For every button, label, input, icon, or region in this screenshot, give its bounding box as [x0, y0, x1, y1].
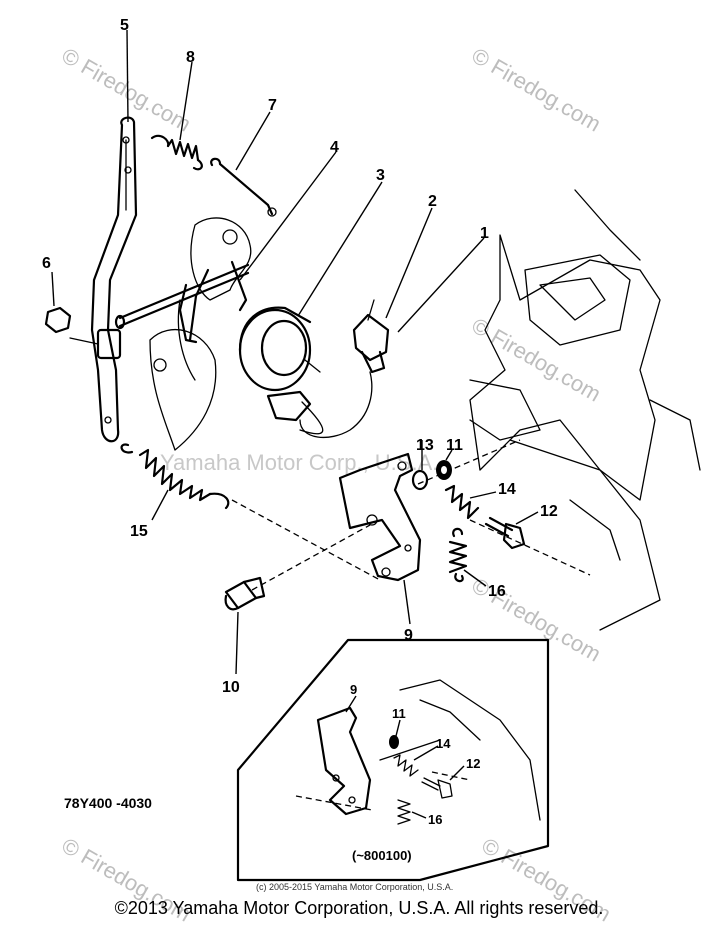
- callout-4: 4: [330, 139, 339, 156]
- callout-12: 12: [540, 503, 558, 520]
- dashed-leader-12: [469, 519, 591, 576]
- part-16-spring: [448, 527, 468, 583]
- watermark-top-left: © Firedog.com: [58, 43, 196, 137]
- inset-callout-11: 11: [392, 706, 406, 721]
- part-3-rotor-coil: [238, 306, 324, 435]
- callout-6: 6: [42, 255, 51, 272]
- inset-callout-9: 9: [350, 682, 357, 697]
- dashed-leader-15: [231, 499, 381, 581]
- dashed-leader-10: [251, 524, 371, 591]
- callout-15: 15: [130, 523, 148, 540]
- callout-10: 10: [222, 679, 240, 696]
- part-10-bolt: [224, 576, 266, 611]
- callout-3: 3: [376, 167, 385, 184]
- small-copyright: (c) 2005-2015 Yamaha Motor Corporation, …: [256, 882, 453, 892]
- dashed-leader-13: [417, 439, 521, 485]
- inset-serial-range: (~800100): [352, 848, 412, 863]
- part-9-bracket: [338, 452, 422, 582]
- part-4-governor-shaft: [114, 260, 250, 344]
- part-6-nut: [44, 306, 99, 345]
- engine-block: [469, 189, 701, 631]
- watermark-top-right: © Firedog.com: [468, 43, 606, 137]
- callout-labels: 5 8 7 4 3 2 1 6 15 13 11 14 12 16 9 10: [42, 17, 558, 696]
- inset-callout-14: 14: [436, 736, 451, 751]
- part-11-nut: [436, 460, 452, 480]
- inset-callout-16: 16: [428, 812, 442, 827]
- callout-8: 8: [186, 49, 195, 66]
- part-5-governor-lever: [90, 116, 138, 443]
- watermark-mid-right: © Firedog.com: [468, 313, 606, 407]
- governor-housing-outline: [149, 217, 252, 451]
- callout-1: 1: [480, 225, 489, 242]
- part-1-switch: [352, 299, 390, 374]
- drawing-code: 78Y400 -4030: [64, 795, 152, 811]
- callout-9: 9: [404, 627, 413, 644]
- part-13-washer: [411, 469, 429, 491]
- callout-leaders: [51, 29, 539, 675]
- callout-13: 13: [416, 437, 434, 454]
- callout-7: 7: [268, 97, 277, 114]
- callout-2: 2: [428, 193, 437, 210]
- part-15-spring: [120, 443, 230, 510]
- inset-callout-12: 12: [466, 756, 480, 771]
- part-7-link-rod: [210, 157, 277, 217]
- copyright-footer: ©2013 Yamaha Motor Corporation, U.S.A. A…: [114, 898, 604, 918]
- callout-11: 11: [446, 437, 463, 454]
- callout-16: 16: [488, 583, 506, 600]
- part-14-spring: [444, 484, 480, 520]
- part-2-switch-wire: [299, 371, 373, 439]
- callout-5: 5: [120, 17, 129, 34]
- callout-14: 14: [498, 481, 516, 498]
- watermark-center: Yamaha Motor Corp., U.S.A.: [160, 450, 438, 475]
- part-8-spring: [150, 134, 203, 171]
- inset-panel: 9 11 14 12 16 (~800100): [236, 638, 550, 882]
- part-12-bolt: [484, 516, 526, 550]
